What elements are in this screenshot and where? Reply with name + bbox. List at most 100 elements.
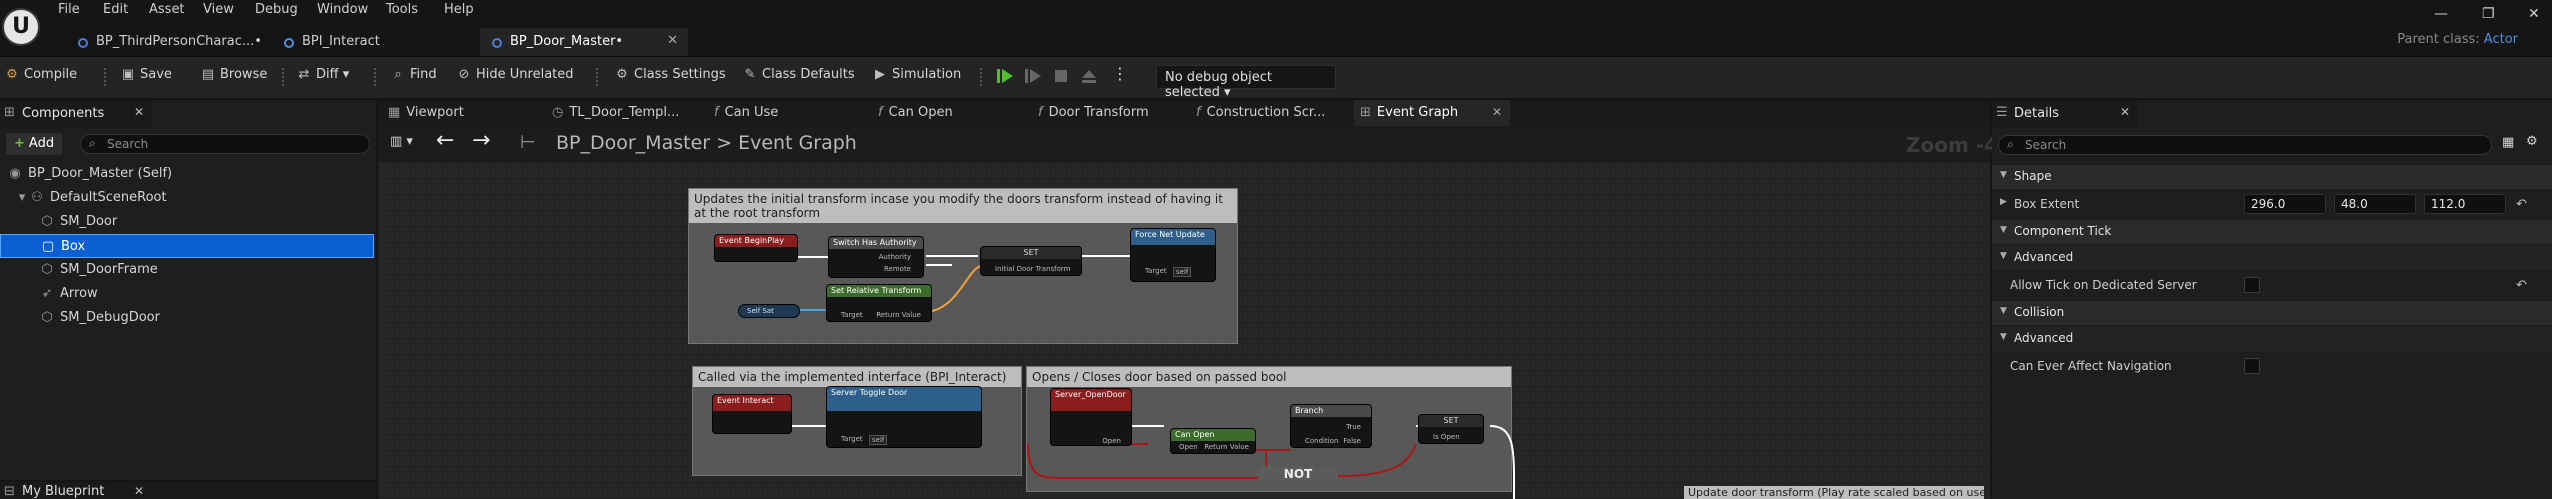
- tree-item-sm-door[interactable]: ⬡SM_Door: [0, 210, 374, 234]
- breadcrumb-root[interactable]: BP_Door_Master: [556, 132, 711, 154]
- menu-view[interactable]: View: [203, 2, 234, 17]
- table-view-icon[interactable]: ▦: [2502, 135, 2515, 150]
- tab-event-graph[interactable]: ⊞Event Graph✕: [1354, 100, 1510, 126]
- section-shape[interactable]: ▼Shape: [1992, 165, 2552, 189]
- collapse-arrow-icon[interactable]: ▾: [18, 190, 26, 205]
- can-open-node[interactable]: Can Open Open Return Value: [1170, 428, 1256, 454]
- box-extent-x-input[interactable]: 296.0: [2244, 194, 2326, 214]
- menu-file[interactable]: File: [58, 2, 80, 17]
- set-relative-transform-node[interactable]: Set Relative Transform Target Return Val…: [826, 284, 932, 322]
- set-is-open-node[interactable]: SET Is Open: [1418, 414, 1484, 444]
- more-options-icon[interactable]: ⋮: [1112, 64, 1128, 83]
- components-search-input[interactable]: ⌕Search: [80, 134, 370, 154]
- parent-class-value[interactable]: Actor: [2483, 32, 2518, 47]
- pin-label: Remote: [883, 265, 911, 273]
- tab-timeline[interactable]: ◷TL_Door_Templ...: [552, 100, 692, 126]
- breadcrumb-leaf[interactable]: Event Graph: [738, 132, 857, 154]
- allow-tick-checkbox[interactable]: [2244, 277, 2260, 293]
- forward-arrow-icon[interactable]: →: [472, 128, 491, 153]
- stop-icon[interactable]: [1052, 67, 1070, 85]
- doc-tab-bpi-interact[interactable]: BPI_Interact: [272, 28, 468, 56]
- tree-item-self[interactable]: ◉BP_Door_Master (Self): [0, 162, 374, 186]
- comment-box-update-transform[interactable]: Update door transform (Play rate scaled …: [1684, 486, 1984, 499]
- set-initial-transform-node[interactable]: SET Initial Door Transform: [980, 246, 1082, 276]
- restore-icon[interactable]: ❐: [2482, 6, 2495, 22]
- menu-tools[interactable]: Tools: [386, 2, 419, 17]
- details-title: Details: [2014, 106, 2060, 121]
- play-icon[interactable]: [996, 67, 1014, 85]
- tree-item-sm-doorframe[interactable]: ⬡SM_DoorFrame: [0, 258, 374, 282]
- branch-node[interactable]: Branch True False Condition: [1290, 404, 1372, 448]
- browse-button[interactable]: ▤Browse: [200, 67, 268, 82]
- hide-unrelated-button[interactable]: ⊘Hide Unrelated: [456, 67, 574, 82]
- section-component-tick[interactable]: ▼Component Tick: [1992, 220, 2552, 244]
- step-icon[interactable]: [1024, 67, 1042, 85]
- server-opendoor-node[interactable]: Server_OpenDoor Open: [1050, 388, 1132, 446]
- close-icon[interactable]: ✕: [134, 484, 145, 498]
- compile-button[interactable]: ⚙Compile: [4, 67, 77, 82]
- can-affect-nav-checkbox[interactable]: [2244, 358, 2260, 374]
- box-extent-y-input[interactable]: 48.0: [2334, 194, 2416, 214]
- menu-debug[interactable]: Debug: [255, 2, 298, 17]
- class-defaults-button[interactable]: ✎Class Defaults: [742, 67, 855, 82]
- section-label: Shape: [2014, 169, 2052, 183]
- transform-wire: [923, 265, 983, 313]
- reset-arrow-icon[interactable]: ↶: [2516, 197, 2527, 212]
- add-component-button[interactable]: +Add: [6, 133, 62, 155]
- close-window-icon[interactable]: ✕: [2528, 6, 2540, 22]
- breadcrumb-separator: >: [716, 132, 733, 154]
- event-interact-node[interactable]: Event Interact: [712, 394, 792, 434]
- not-node[interactable]: NOT: [1258, 466, 1338, 482]
- close-icon[interactable]: ✕: [133, 105, 144, 119]
- debug-object-select[interactable]: No debug object selected ▾: [1156, 65, 1336, 100]
- comment-text: Updates the initial transform incase you…: [689, 189, 1237, 223]
- unreal-logo-icon[interactable]: U: [2, 8, 40, 46]
- close-icon[interactable]: ✕: [2119, 105, 2130, 119]
- components-tab[interactable]: ⊞Components✕: [0, 100, 152, 128]
- menu-help[interactable]: Help: [444, 2, 474, 17]
- minimize-icon[interactable]: —: [2434, 6, 2448, 22]
- reset-arrow-icon[interactable]: ↶: [2516, 278, 2527, 293]
- tab-viewport[interactable]: ▦Viewport: [388, 100, 508, 126]
- section-advanced-tick[interactable]: ▼Advanced: [1992, 246, 2552, 270]
- diff-icon: ⇄: [298, 67, 310, 82]
- find-button[interactable]: ⌕Find: [390, 67, 436, 82]
- box-extent-z-input[interactable]: 112.0: [2424, 194, 2506, 214]
- event-beginplay-node[interactable]: Event BeginPlay: [714, 234, 798, 262]
- section-advanced-collision[interactable]: ▼Advanced: [1992, 327, 2552, 351]
- gear-icon[interactable]: ⚙: [2526, 134, 2538, 149]
- menu-edit[interactable]: Edit: [103, 2, 129, 17]
- tree-item-box[interactable]: ▢Box: [0, 234, 374, 258]
- doc-tab-thirdperson[interactable]: BP_ThirdPersonCharac...•: [66, 28, 262, 56]
- my-blueprint-tab[interactable]: ⊟My Blueprint✕: [0, 482, 376, 499]
- tree-item-defaultsceneroot[interactable]: ▾⚇DefaultSceneRoot: [0, 186, 374, 210]
- save-button[interactable]: ▣Save: [120, 67, 172, 82]
- graph-view-options-icon[interactable]: ▥ ▾: [390, 134, 413, 149]
- details-search-input[interactable]: ⌕Search: [1998, 135, 2492, 155]
- force-net-update-node[interactable]: Force Net Update Target self: [1130, 228, 1216, 282]
- simulation-button[interactable]: ▶Simulation: [872, 67, 961, 82]
- eject-icon[interactable]: [1080, 67, 1098, 85]
- pin-value: self: [869, 435, 888, 445]
- tree-item-arrow[interactable]: ➶Arrow: [0, 282, 374, 306]
- menu-asset[interactable]: Asset: [149, 2, 185, 17]
- section-collision[interactable]: ▼Collision: [1992, 301, 2552, 325]
- comment-text: Called via the implemented interface (BP…: [693, 367, 1021, 387]
- diff-button[interactable]: ⇄Diff ▾: [296, 67, 350, 82]
- self-node[interactable]: Self Sat: [738, 304, 800, 318]
- close-icon[interactable]: ✕: [1491, 105, 1502, 119]
- tree-item-sm-debugdoor[interactable]: ⬡SM_DebugDoor: [0, 306, 374, 330]
- close-icon[interactable]: ✕: [667, 33, 678, 48]
- class-settings-button[interactable]: ⚙Class Settings: [614, 67, 725, 82]
- switch-authority-node[interactable]: Switch Has Authority Authority Remote: [828, 236, 924, 278]
- menu-window[interactable]: Window: [317, 2, 369, 17]
- chevron-right-icon[interactable]: ▶: [2000, 197, 2007, 207]
- doc-tab-door-master[interactable]: BP_Door_Master•✕: [480, 28, 688, 56]
- server-toggle-door-node[interactable]: Server Toggle Door Target self: [826, 386, 982, 448]
- back-arrow-icon[interactable]: ←: [436, 128, 455, 153]
- details-tab[interactable]: ☰Details✕: [1992, 100, 2138, 128]
